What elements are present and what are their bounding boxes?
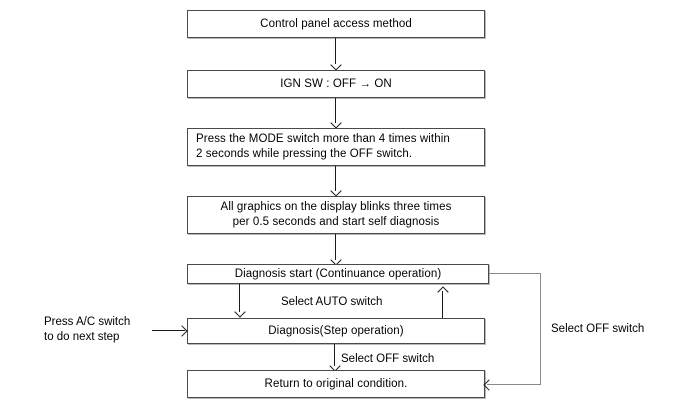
- node-label: Return to original condition.: [264, 377, 408, 390]
- node-diagnosis-start-continuance: Diagnosis start (Continuance operation): [187, 264, 489, 284]
- edge-label-text: Select OFF switch: [341, 353, 435, 365]
- arrow-head-step5-step6: [234, 306, 246, 318]
- node-all-graphics-blink: All graphics on the display blinks three…: [187, 196, 485, 234]
- arrow-head-step1-step2: [330, 59, 342, 71]
- arrow-head-step2-step3: [330, 117, 342, 129]
- node-ign-sw-off-on: IGN SW : OFF → ON: [187, 70, 485, 98]
- annotation-line2: to do next step: [44, 331, 120, 343]
- connector-step6-step7: [334, 344, 335, 366]
- node-control-panel-access-method: Control panel access method: [187, 10, 485, 38]
- node-label: Control panel access method: [260, 17, 412, 30]
- loop-right-bottom-segment: [487, 384, 541, 385]
- connector-step5-step6: [239, 284, 240, 312]
- edge-label-select-auto-switch: Select AUTO switch: [281, 295, 382, 310]
- connector-annotation-to-step6: [152, 330, 185, 331]
- loop-right-top-segment: [489, 273, 541, 274]
- edge-label-select-off-switch-right: Select OFF switch: [551, 322, 644, 337]
- annotation-line1: Press A/C switch: [44, 316, 131, 328]
- node-label: Diagnosis(Step operation): [268, 324, 404, 337]
- node-label-line1: Press the MODE switch more than 4 times …: [196, 133, 450, 145]
- node-diagnosis-step-operation: Diagnosis(Step operation): [187, 318, 485, 344]
- node-label-line1: All graphics on the display blinks three…: [220, 201, 452, 213]
- edge-label-text: Select AUTO switch: [281, 296, 383, 308]
- node-label-group: All graphics on the display blinks three…: [221, 200, 452, 230]
- connector-step2-step3: [335, 98, 336, 123]
- edge-label-select-off-switch-center: Select OFF switch: [341, 352, 434, 367]
- connector-step4-step5: [335, 234, 336, 260]
- node-label: Diagnosis start (Continuance operation): [234, 267, 442, 280]
- arrow-head-step3-step4: [330, 185, 342, 197]
- node-return-to-original-condition: Return to original condition.: [187, 370, 485, 398]
- loop-right-vertical-segment: [540, 273, 541, 384]
- node-press-mode-switch: Press the MODE switch more than 4 times …: [187, 128, 485, 166]
- arrow-head-step6-step5: [437, 286, 449, 298]
- node-label: IGN SW : OFF → ON: [280, 77, 392, 90]
- node-label-group: Press the MODE switch more than 4 times …: [196, 132, 450, 162]
- arrow-head-loop-right-into-step7: [483, 379, 495, 391]
- annotation-press-ac-switch: Press A/C switch to do next step: [44, 315, 130, 345]
- connector-step1-step2: [335, 38, 336, 64]
- node-label-line2: per 0.5 seconds and start self diagnosis: [232, 216, 440, 228]
- connector-step3-step4: [335, 166, 336, 191]
- edge-label-text: Select OFF switch: [551, 323, 645, 335]
- node-label-line2: 2 seconds while pressing the OFF switch.: [196, 148, 413, 160]
- arrow-head-annotation-into-step6: [176, 325, 188, 337]
- connector-step6-step5: [442, 291, 443, 318]
